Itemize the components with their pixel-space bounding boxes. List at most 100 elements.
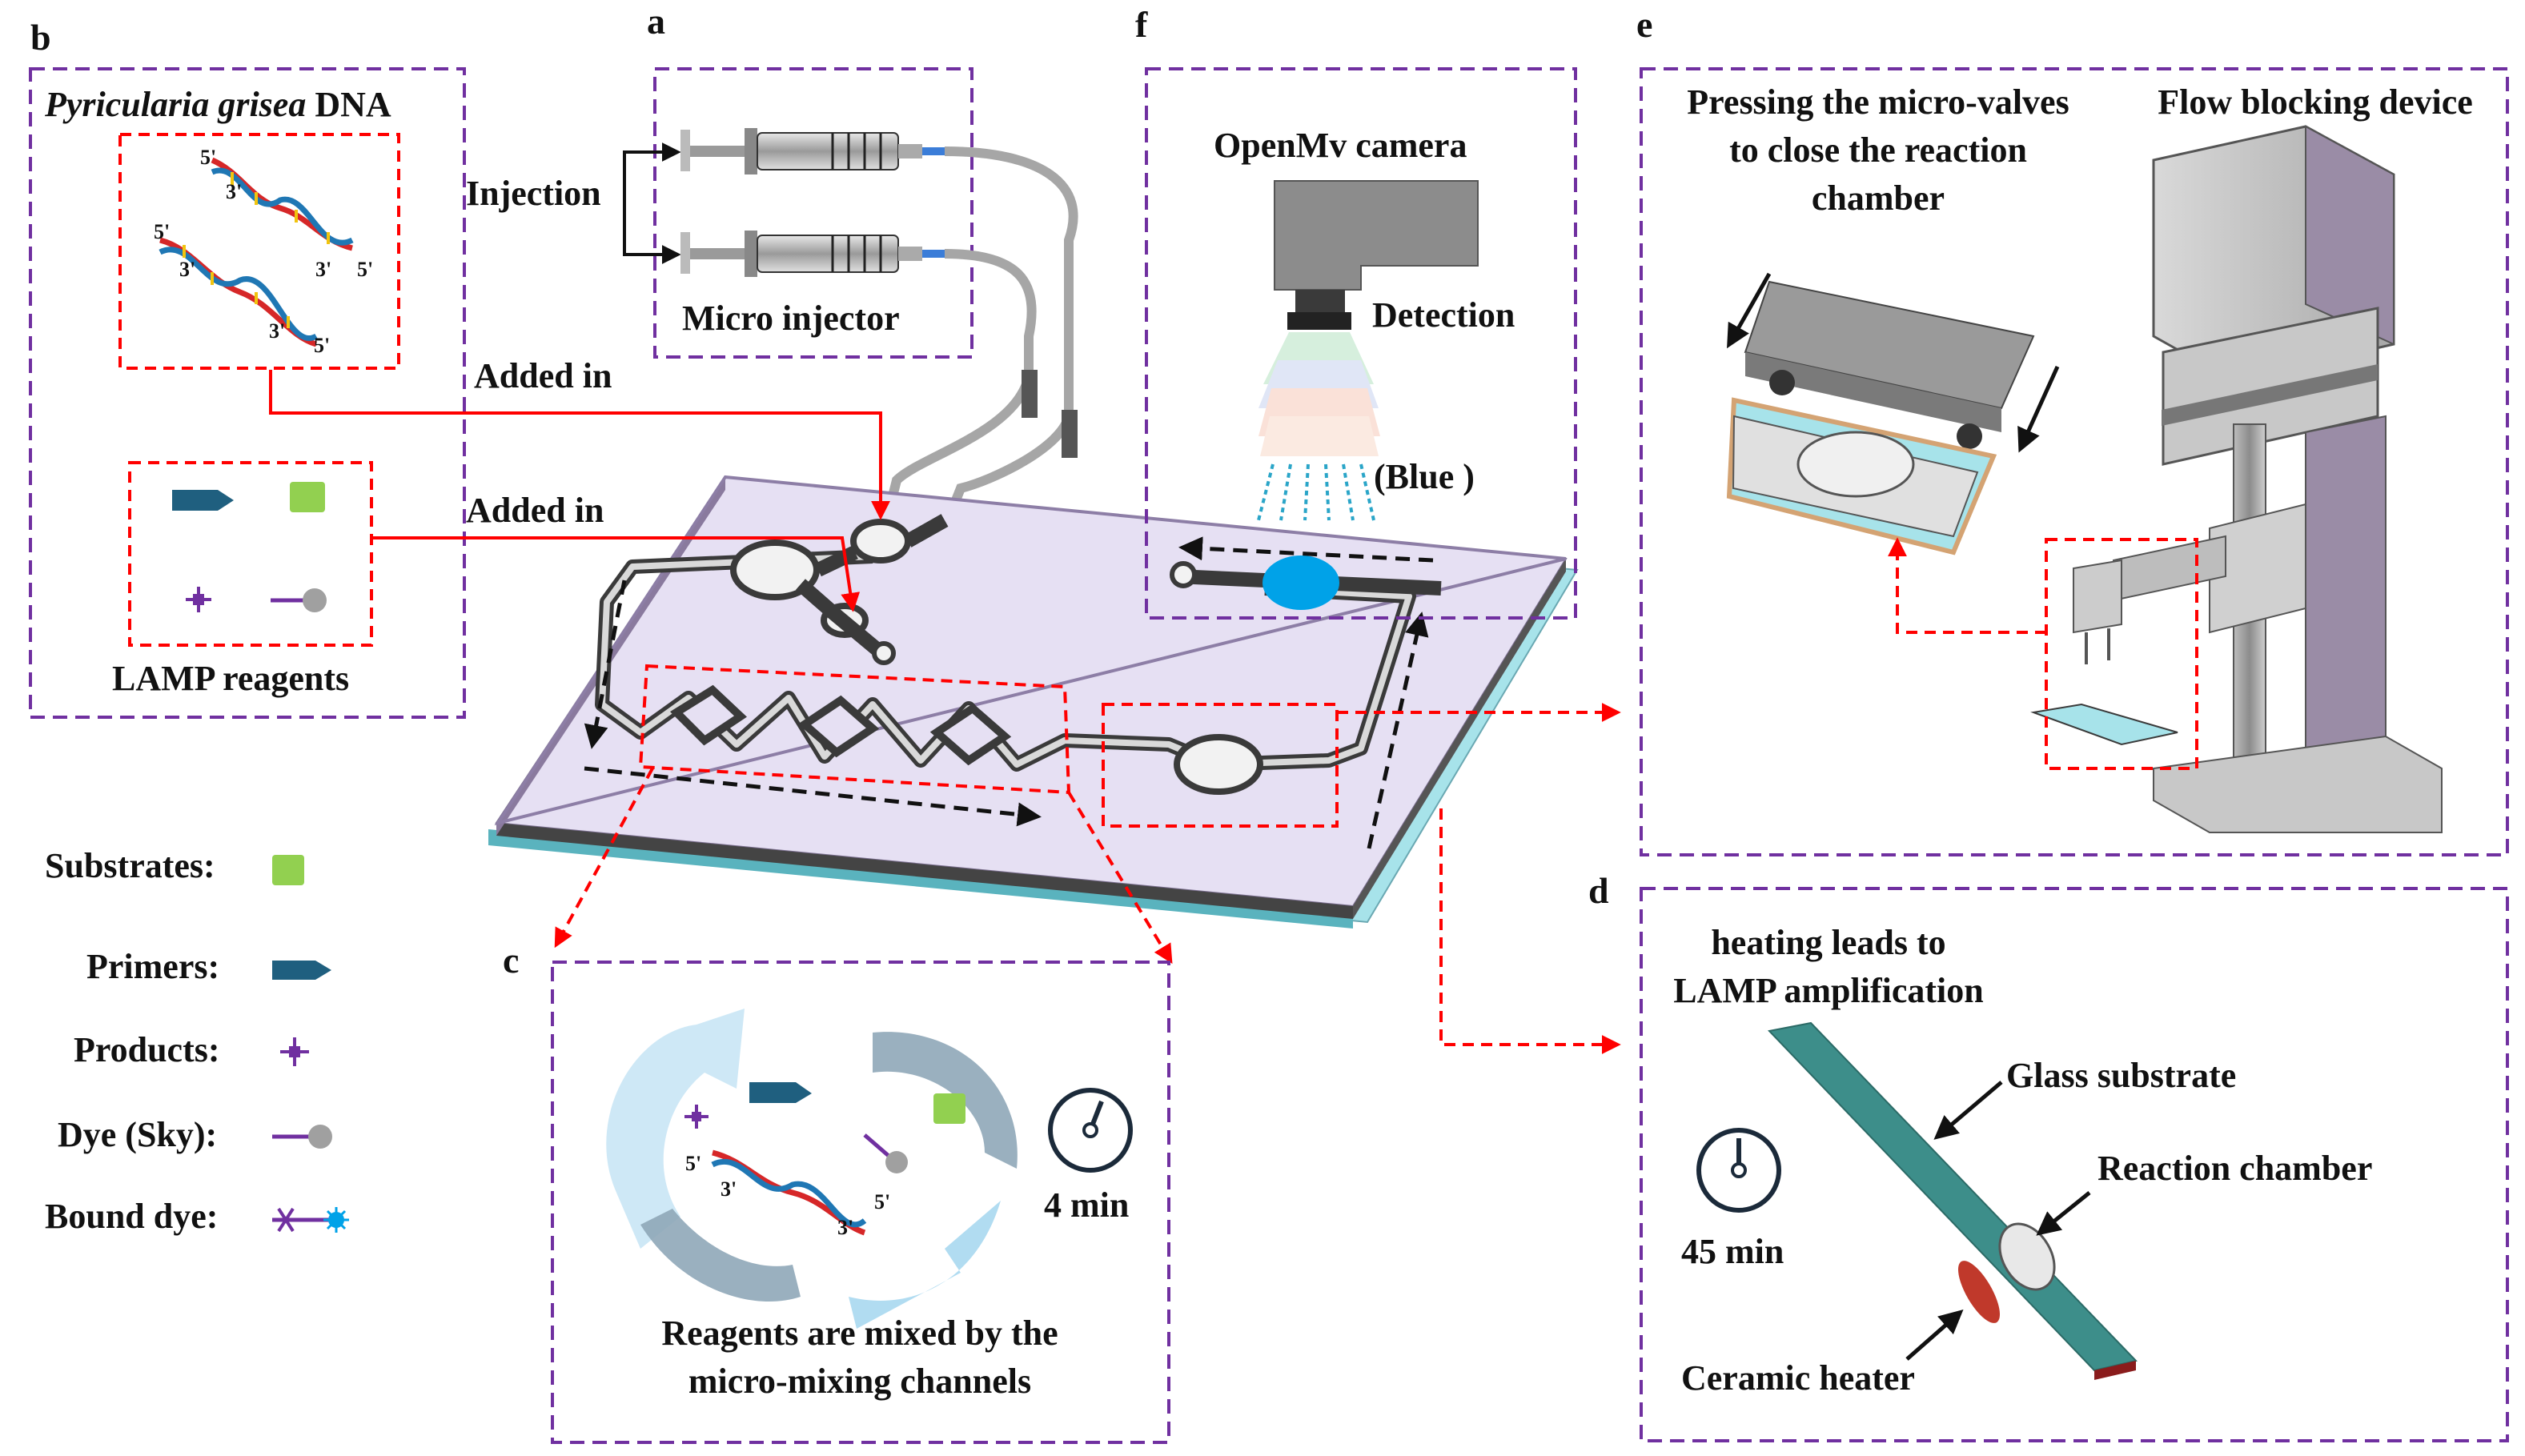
strand-mark: 3' [837, 1216, 853, 1239]
dye-icon [863, 1133, 908, 1173]
strand-mark: 5' [357, 258, 373, 281]
valve-press-illustration [1726, 272, 2060, 556]
ceramic-heater-label: Ceramic heater [1681, 1358, 1915, 1398]
timer-icon [1048, 1088, 1133, 1173]
camera-icon [1274, 180, 1479, 330]
panel-d: d heating leads to LAMP amplification Gl… [1588, 870, 2509, 1442]
arrow-to-panel-d [1439, 808, 1621, 1054]
camera-label: OpenMv camera [1214, 126, 1467, 165]
strand-mark: 3' [721, 1177, 737, 1201]
mixing-cycle-arrows [606, 1009, 1018, 1329]
glass-substrate-pointer [1933, 1081, 2003, 1140]
dna-box [118, 133, 400, 370]
detection-spot [1262, 556, 1339, 610]
blue-light-label: (Blue ) [1374, 457, 1475, 496]
reaction-region-box [1102, 703, 1339, 828]
syringe-top [680, 128, 945, 174]
reagents-label: LAMP reagents [112, 659, 349, 698]
strand-mark: 5' [685, 1152, 701, 1175]
flow-arrow [584, 580, 627, 749]
panel-letter-c: c [503, 940, 519, 981]
glass-substrate-illustration [1768, 1021, 2138, 1380]
flow-arrow [1367, 612, 1429, 849]
legend-substrates-label: Substrates: [45, 846, 215, 885]
product-icon [186, 587, 211, 612]
pressing-line-1: Pressing the micro-valves [1687, 82, 2069, 122]
dna-helix-icon [711, 1149, 867, 1236]
added-in-label-2: Added in [466, 491, 604, 530]
arrow-to-panel-c-right [1067, 791, 1173, 965]
bound-dye-icon [272, 1207, 349, 1233]
added-in-arrow-1 [269, 370, 890, 520]
legend: Substrates: Primers: Products: Dye (Sky)… [45, 846, 349, 1236]
injection-arrow-bottom [623, 216, 681, 264]
panel-a-frame [653, 67, 973, 359]
strand-mark: 3' [315, 258, 331, 281]
primer-icon [749, 1082, 812, 1103]
dna-title-rest: DNA [306, 85, 391, 124]
primer-icon [272, 961, 331, 980]
legend-bound-dye-label: Bound dye: [45, 1197, 218, 1236]
panel-letter-e: e [1636, 4, 1652, 45]
pressing-line-3: chamber [1812, 178, 1945, 218]
microfluidic-chip [488, 475, 1579, 929]
flow-blocking-label: Flow blocking device [2158, 82, 2473, 122]
strand-mark: 5' [154, 220, 170, 243]
panel-letter-b: b [30, 17, 51, 58]
blue-light-beams [1257, 463, 1375, 521]
injection-label: Injection [466, 174, 601, 213]
device-zoom-arrow [1888, 537, 2046, 634]
dna-title-species: Pyricularia grisea [44, 85, 306, 124]
reaction-chamber-label: Reaction chamber [2097, 1149, 2372, 1188]
added-in-arrow-2 [371, 536, 861, 612]
panel-b: b Pyricularia grisea DNA 5' 3' 5' 3' 3' [29, 17, 466, 719]
panel-d-frame [1640, 887, 2509, 1442]
mixing-caption-line-2: micro-mixing channels [688, 1362, 1031, 1401]
product-icon [280, 1037, 309, 1066]
dye-icon [272, 1125, 332, 1149]
dye-icon [271, 588, 327, 612]
panel-f: f OpenMv camera Detection (Blue ) [1135, 4, 1577, 620]
reagents-box [128, 461, 373, 647]
panel-c-frame [551, 961, 1170, 1444]
panel-letter-a: a [647, 1, 665, 42]
mixing-time: 4 min [1044, 1185, 1129, 1225]
product-icon [684, 1105, 709, 1129]
heating-line-2: LAMP amplification [1673, 971, 1983, 1010]
chip-channels [595, 514, 1442, 795]
strand-mark: 3' [179, 258, 195, 281]
flow-arrow [1178, 536, 1434, 563]
micro-injector-label: Micro injector [682, 299, 900, 338]
panel-f-frame [1145, 67, 1577, 620]
primer-icon [172, 490, 234, 511]
panel-b-frame [29, 67, 466, 719]
reaction-chamber-pointer [2036, 1191, 2091, 1236]
light-cone [1258, 332, 1380, 456]
added-in-label-1: Added in [474, 356, 612, 395]
panel-a: a Injection Micro injector [466, 1, 973, 359]
panel-e: e Pressing the micro-valves to close the… [1636, 4, 2509, 856]
strand-mark: 3' [226, 180, 242, 203]
legend-primers-label: Primers: [86, 947, 219, 986]
legend-dye-label: Dye (Sky): [58, 1115, 217, 1154]
substrate-icon [272, 855, 304, 885]
mixing-caption-line-1: Reagents are mixed by the [661, 1314, 1058, 1353]
arrow-to-panel-c-left [554, 768, 654, 949]
substrate-icon [933, 1093, 965, 1124]
flow-blocking-device [2030, 125, 2443, 833]
panel-c: c 5' 3' 5' 3' [503, 940, 1170, 1444]
dna-helix-icon [159, 157, 354, 347]
syringe-bottom [680, 231, 945, 277]
strand-mark: 5' [874, 1190, 890, 1213]
pressing-line-2: to close the reaction [1729, 130, 2027, 170]
flow-arrow [584, 766, 1042, 827]
dna-title: Pyricularia grisea DNA [44, 85, 391, 124]
detection-label: Detection [1372, 295, 1515, 335]
panel-e-frame [1640, 67, 2509, 856]
heating-time: 45 min [1681, 1232, 1784, 1271]
glass-substrate-label: Glass substrate [2006, 1056, 2236, 1095]
strand-mark: 3' [269, 319, 285, 343]
device-highlight-box [2045, 538, 2198, 770]
strand-mark: 5' [314, 334, 330, 357]
